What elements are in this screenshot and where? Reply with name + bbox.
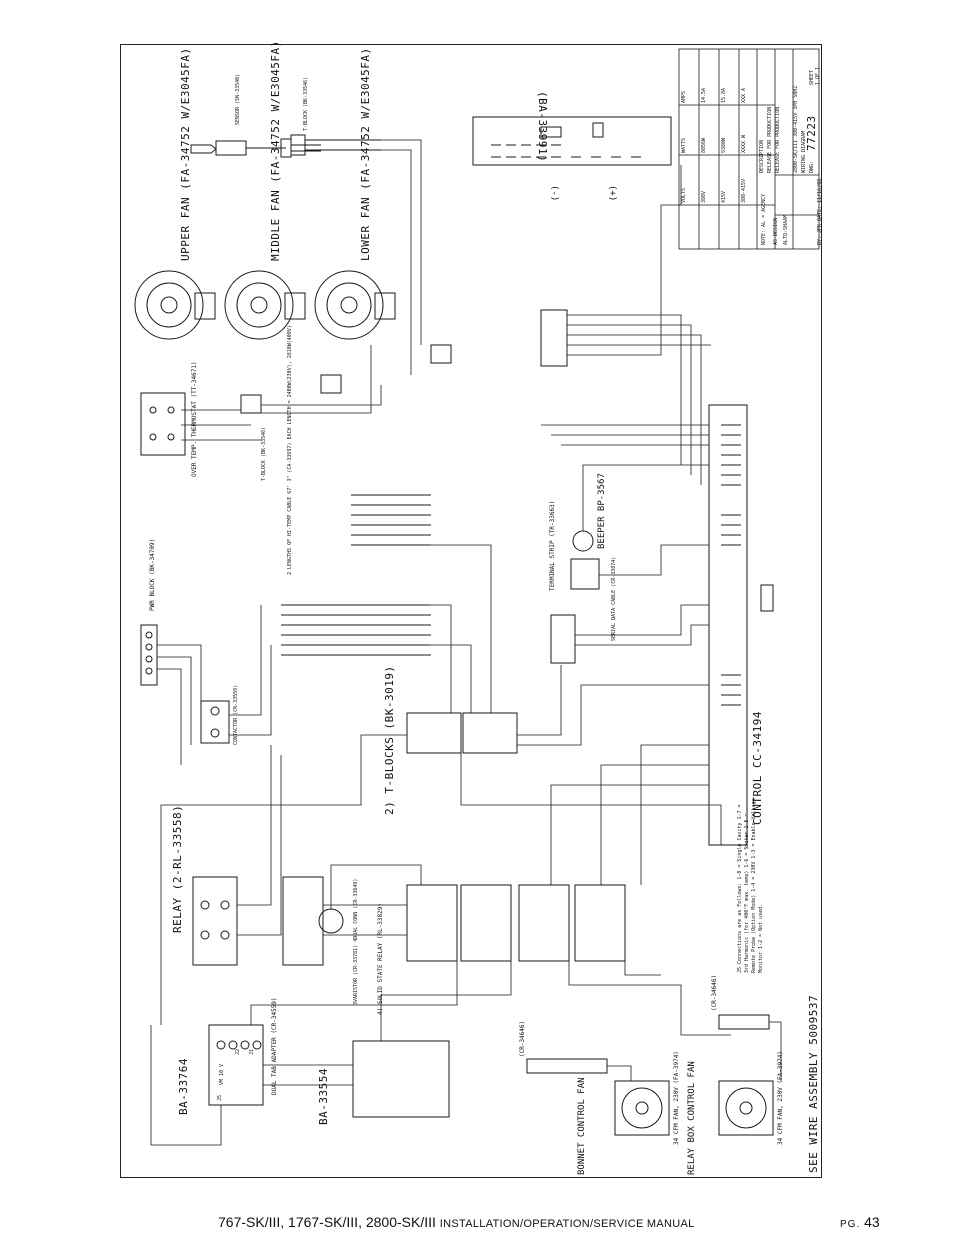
manual-title: INSTALLATION/OPERATION/SERVICE MANUAL: [439, 1218, 695, 1230]
minus-label: (-): [549, 185, 559, 202]
heating-cable-label: 2 LENGTHS OF HI-TEMP CABLE 67' 3" (CA-33…: [287, 325, 293, 575]
amps-row-1: 14.5A: [701, 87, 707, 103]
power-block: [140, 624, 158, 686]
cr-34646-b-label: (CR-34646): [711, 974, 718, 1011]
over-temp-thermostat: [140, 392, 186, 456]
ba-33554-board: [352, 1040, 450, 1118]
rev-header: DESCRIPTION: [759, 139, 765, 173]
contactor: [200, 700, 230, 744]
title-block: [678, 48, 820, 250]
fan-junction-2: [320, 374, 342, 394]
fan-junction-3: [430, 344, 452, 364]
see-wire-assembly: SEE WIRE ASSEMBLY 5009537: [807, 994, 820, 1173]
watts-row-3: XXXX W: [741, 134, 747, 153]
solid-state-label: 4) SOLID STATE RELAY (RL-33829): [377, 903, 384, 1015]
vm-label: VM 10 V: [219, 1063, 225, 1085]
relay-box-fan-label: RELAY BOX CONTROL FAN: [687, 1061, 697, 1175]
contactor-label: CONTACTOR (CN-33559): [233, 684, 239, 745]
ba-33991-board: [472, 116, 672, 166]
bonnet-control-fan: [614, 1080, 670, 1136]
company-name: ALTO-SHAAM: [783, 214, 789, 245]
wiring-diagram-sheet: UPPER FAN (FA-34752 W/E3045FA) MIDDLE FA…: [120, 40, 823, 1178]
model-numbers: 767-SK/III, 1767-SK/III, 2800-SK/III: [218, 1214, 436, 1230]
heating-elements: [281, 494, 431, 656]
upper-fan-label: UPPER FAN (FA-34752 W/E3045FA): [179, 47, 192, 261]
ba-33764-board: [208, 1024, 264, 1106]
dwg-number: 77223: [805, 115, 818, 151]
t-blocks: [406, 712, 518, 754]
watts-row-2: 9380W: [721, 137, 727, 153]
drawn-by: BY: JPK DATE: 11/16/08: [817, 178, 823, 245]
plus-label: (+): [607, 185, 617, 202]
relay: [192, 876, 238, 966]
relay-box-fan-spec: 34 CFM FAN, 230V (FA-3974): [777, 1051, 784, 1145]
sensor-label: SENSOR (SN-33540): [235, 73, 241, 125]
beeper-label: BEEPER BP-3567: [597, 473, 607, 549]
footer-title: 767-SK/III, 1767-SK/III, 2800-SK/III INS…: [218, 1214, 695, 1230]
watts-header: WATTS: [681, 137, 687, 153]
terminal-strip-label: TERMINAL STRIP (TR-33663): [549, 500, 556, 591]
rev-1-desc: RELEASE FOR PRODUCTION: [767, 106, 773, 173]
j5-connection-notes: J5 Connections are as Follows: 1-8 = Sin…: [737, 798, 764, 973]
terminal-11-16: [540, 309, 568, 367]
volts-row-2: 415V: [721, 190, 727, 203]
bonnet-fan-label: BONNET CONTROL FAN: [577, 1077, 587, 1175]
solid-state-relays: [406, 884, 626, 962]
agency-note: NOTE: AL = AGENCY: [761, 193, 767, 245]
as-design: AS DESIGN: [773, 217, 779, 245]
wiring-diagram-canvas: [134, 48, 820, 1146]
amps-header: AMPS: [681, 90, 687, 103]
terminal-strip: [570, 558, 600, 590]
dual-tab-label: DUAL TAB ADAPTER (CR-34559): [271, 997, 278, 1095]
fan-junction-1: [240, 394, 262, 414]
serial-connector: [550, 614, 576, 664]
sheet-value: 1 OF 1: [815, 66, 821, 85]
middle-fan: [224, 270, 306, 340]
page-number-block: PG. 43: [840, 1214, 880, 1230]
j1-label: J1: [249, 1048, 255, 1055]
t-blocks-label: 2) T-BLOCKS (BK-3019): [383, 665, 396, 815]
varistor: [282, 876, 344, 966]
wiring-harness: [150, 139, 782, 1146]
relay-box-control-fan: [718, 1080, 774, 1136]
lower-fan: [314, 270, 396, 340]
pwr-block-label: PWR BLOCK (BK-34709): [149, 538, 156, 611]
volts-row-1: 380V: [701, 190, 707, 203]
varistor-label: 3VARISTOR (CR-33781) 4DUAL CONN (CR-3364…: [353, 878, 359, 1005]
cr-34646-a-label: (CR-34646): [519, 1020, 526, 1057]
j2-label: J2: [235, 1048, 241, 1055]
middle-fan-label: MIDDLE FAN (FA-34752 W/E3045FA): [269, 40, 282, 261]
bonnet-fan-spec: 34 CFM FAN, 230V (FA-3974): [673, 1051, 680, 1145]
watts-row-1: 8056W: [701, 137, 707, 153]
thermostat-label: OVER TEMP. THERMOSTAT (TT-34671): [191, 361, 198, 477]
serial-cable-label: SERIAL DATA CABLE (CR-33874): [611, 556, 617, 641]
lower-fan-label: LOWER FAN (FA-34752 W/E3045FA): [359, 47, 372, 261]
volts-header: VOLTS: [681, 187, 687, 203]
t-block-top-label: T-BLOCK (BK-33546): [303, 76, 309, 131]
upper-fan: [134, 270, 216, 340]
page-footer: 767-SK/III, 1767-SK/III, 2800-SK/III INS…: [218, 1214, 918, 1234]
beeper: [572, 530, 594, 552]
page-label: PG.: [840, 1219, 861, 1230]
sensor-probe: [190, 138, 321, 158]
j5-label: J5: [217, 1094, 223, 1101]
model-line: 2800-SK/III 380-415V 3PH 50HZ: [793, 85, 799, 173]
relay-label: RELAY (2-RL-33558): [171, 804, 184, 933]
cr-34646-a-connector: [526, 1058, 608, 1074]
amps-row-3: XXX A: [741, 87, 747, 103]
volts-row-3: 380-415V: [741, 178, 747, 203]
cr-34646-b-connector: [718, 1014, 770, 1030]
page-number: 43: [864, 1214, 880, 1230]
ba-33554-label: BA-33554: [317, 1068, 330, 1125]
ba-33991-label: (BA-33991): [536, 91, 549, 163]
dwg-label: DWG:: [809, 160, 815, 173]
ba-33764-label: BA-33764: [177, 1058, 190, 1115]
t-block-mid-label: T-BLOCK (BK-33546): [261, 426, 267, 481]
t-block-top: [290, 134, 381, 156]
amps-row-2: 15.8A: [721, 87, 727, 103]
rev-2-desc: RELEASE FOR PRODUCTION: [775, 106, 781, 173]
